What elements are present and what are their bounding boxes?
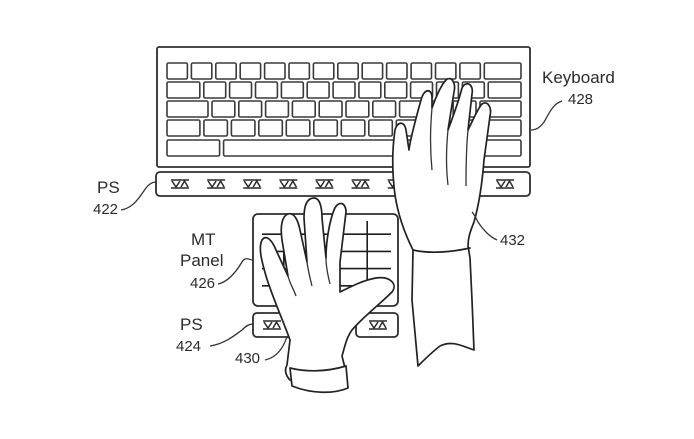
keyboard-key <box>332 81 356 99</box>
right-sleeve-cuff <box>412 247 471 254</box>
label-mt-ref: 426 <box>190 275 215 292</box>
keyboard-key <box>410 62 433 80</box>
leader-line-422 <box>120 181 157 211</box>
right-hand-finger-line <box>429 107 433 171</box>
leader-line-430 <box>264 335 289 361</box>
left-hand-430 <box>259 197 395 394</box>
keyboard-key <box>318 100 343 118</box>
keyboard-key <box>340 119 366 137</box>
left-hand-outline <box>259 197 395 382</box>
left-hand-finger-line <box>287 275 297 297</box>
keyboard-key <box>434 62 457 80</box>
keyboard-key <box>385 62 408 80</box>
left-sleeve-cuff <box>289 365 349 394</box>
keyboard-key <box>228 81 253 99</box>
pressure-sensor-glyph <box>207 179 226 189</box>
pressure-sensor-glyph <box>171 179 189 189</box>
keyboard-key <box>190 62 213 80</box>
label-ps-424: PS 424 <box>176 315 254 355</box>
keyboard-key <box>263 62 286 80</box>
right-hand-finger-line <box>445 129 449 186</box>
keyboard-key <box>166 81 201 99</box>
keyboard-key <box>211 100 236 118</box>
keyboard-key <box>166 62 189 80</box>
keyboard-key <box>371 100 397 118</box>
ps-top-sensors <box>171 179 514 189</box>
pressure-sensor-glyph <box>351 179 370 189</box>
leader-line-432 <box>471 211 498 241</box>
keyboard-key <box>306 81 330 99</box>
left-hand-finger-line <box>306 261 313 287</box>
keyboard-key <box>264 100 290 118</box>
keyboard-key <box>312 119 339 137</box>
keyboard-key <box>459 62 482 80</box>
keyboard-key <box>254 81 279 99</box>
right-hand-432 <box>391 77 492 367</box>
label-left-hand-430: 430 <box>235 335 289 367</box>
keyboard-key <box>166 119 201 137</box>
keyboard-key <box>203 81 227 99</box>
pressure-sensor-glyph <box>279 179 298 189</box>
pressure-sensor-glyph <box>263 320 281 330</box>
pressure-sensor-glyph <box>243 179 262 189</box>
pressure-sensor-glyph <box>496 179 514 189</box>
keyboard-key <box>238 100 263 118</box>
keyboard-key <box>285 119 311 137</box>
keyboard-key <box>166 139 221 157</box>
label-ps-top-name: PS <box>97 178 120 197</box>
label-keyboard-ref: 428 <box>568 91 593 108</box>
keyboard-key <box>215 62 238 80</box>
label-ps-422: PS 422 <box>93 178 157 218</box>
right-hand-finger-line <box>465 129 469 187</box>
label-right-hand-432: 432 <box>471 211 525 249</box>
keyboard-key <box>166 100 209 118</box>
keyboard-key <box>280 81 305 99</box>
keyboard-key <box>239 62 262 80</box>
keyboard-key <box>230 119 256 137</box>
label-mt-line1: MT <box>191 230 216 249</box>
keyboard-key <box>487 81 522 99</box>
keyboard-key <box>336 62 359 80</box>
keyboard-key <box>358 81 382 99</box>
label-ps-top-ref: 422 <box>93 201 118 218</box>
keyboard-key <box>345 100 370 118</box>
ps-bottom-sensors <box>263 320 387 330</box>
pressure-sensor-glyph <box>315 179 334 189</box>
keyboard-key <box>257 119 284 137</box>
pressure-sensor-glyph <box>369 320 387 330</box>
keyboard-key <box>483 62 522 80</box>
keyboard-key <box>288 62 311 80</box>
keyboard-key <box>291 100 316 118</box>
label-ps-bottom-name: PS <box>180 315 203 334</box>
keyboard-key <box>361 62 384 80</box>
label-keyboard-428: Keyboard 428 <box>530 68 615 131</box>
left-hand-finger-line <box>325 257 331 285</box>
label-mt-panel-426: MT Panel 426 <box>180 230 254 292</box>
leader-line-424 <box>209 323 254 347</box>
keyboard-key <box>203 119 229 137</box>
leader-line-426 <box>217 258 254 285</box>
keyboard-key <box>367 119 394 137</box>
label-ps-bottom-ref: 424 <box>176 338 201 355</box>
label-keyboard-name: Keyboard <box>542 68 615 87</box>
keyboard-key <box>383 81 408 99</box>
leader-line-428 <box>530 100 563 131</box>
label-mt-line2: Panel <box>180 251 223 270</box>
label-left-hand-ref: 430 <box>235 350 260 367</box>
label-right-hand-ref: 432 <box>500 232 525 249</box>
keyboard-key <box>312 62 335 80</box>
